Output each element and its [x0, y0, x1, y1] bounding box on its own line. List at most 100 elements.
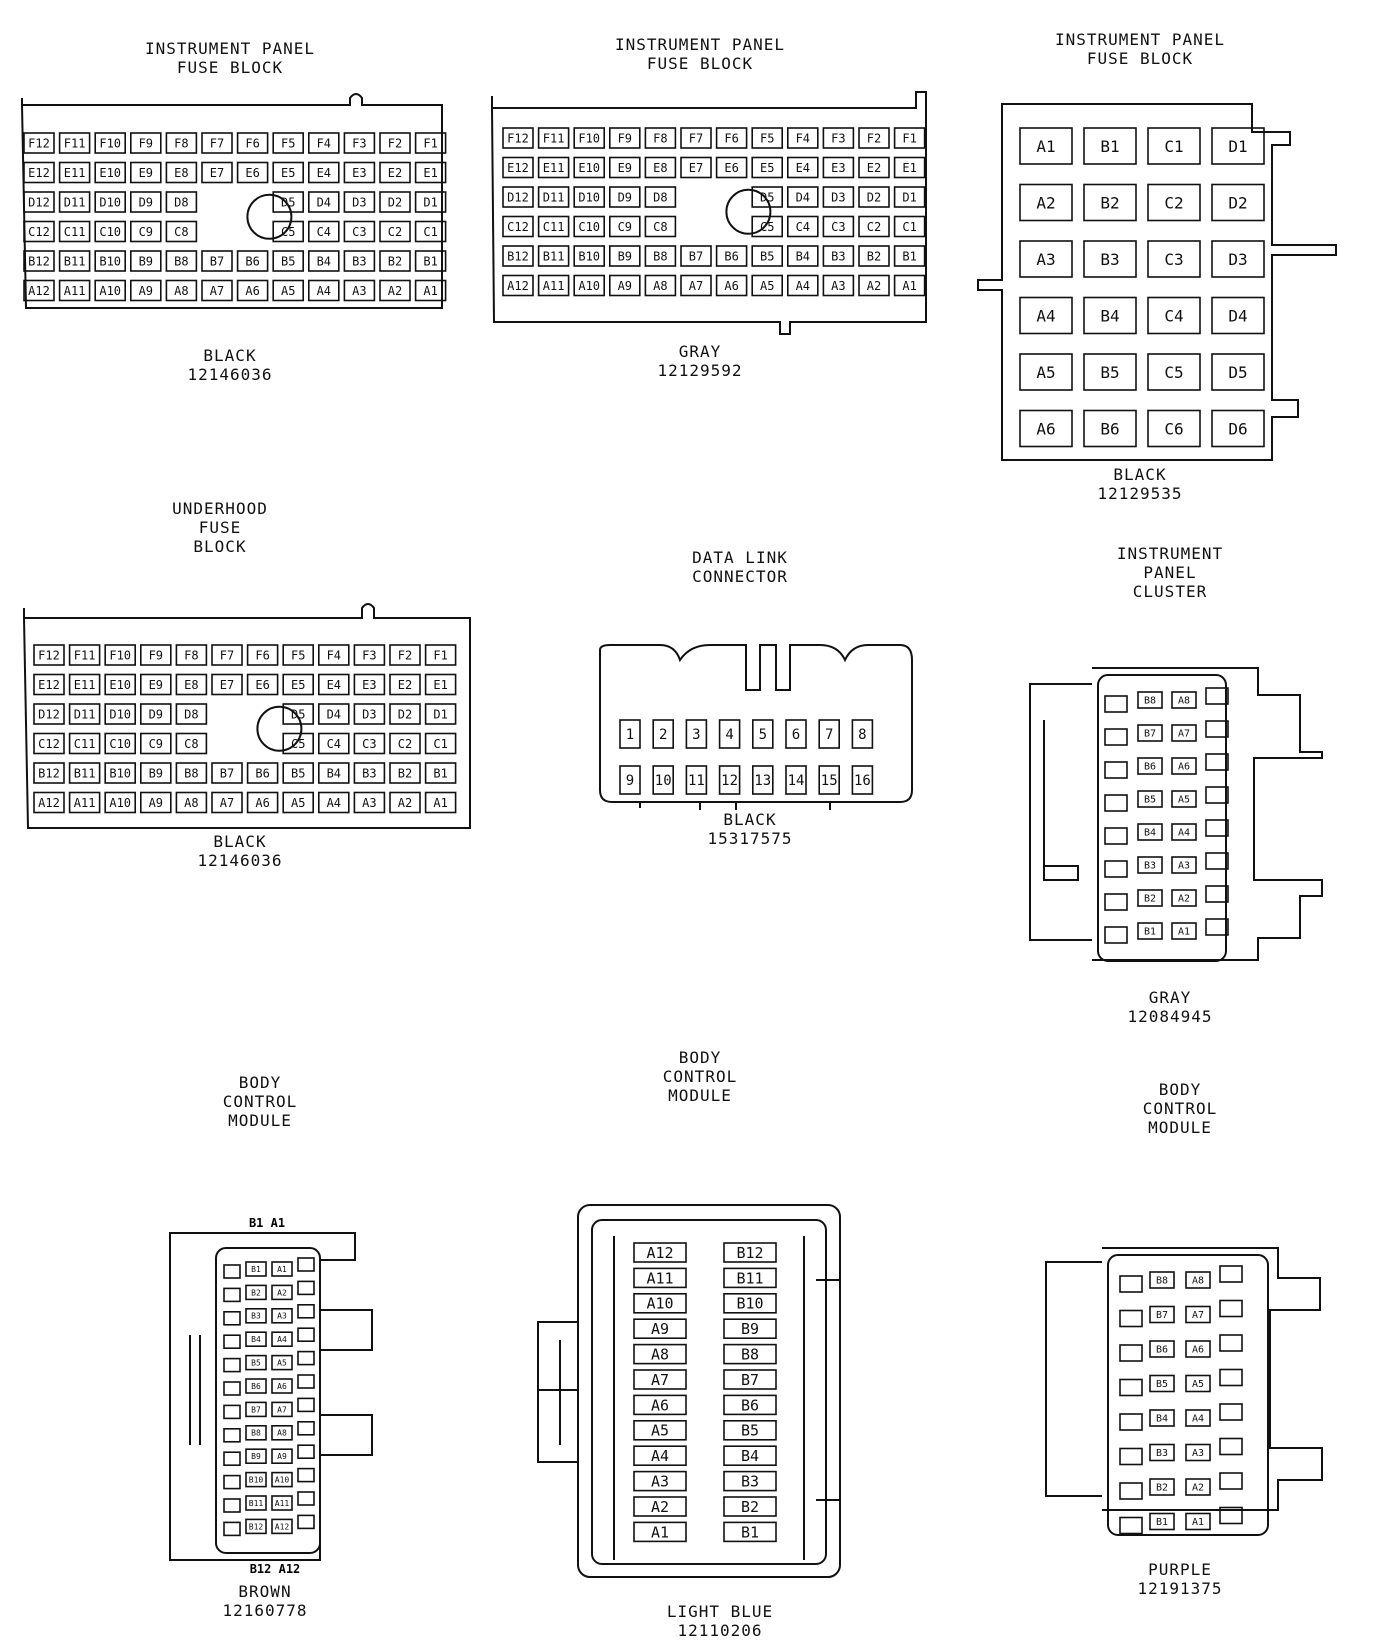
- connector-pin: [633, 1445, 687, 1466]
- pin-label: E11: [543, 161, 565, 175]
- fuse-slot: [58, 161, 91, 184]
- pin-label: D8: [653, 190, 667, 204]
- connector-pin: [1185, 1340, 1211, 1358]
- fuse-slot: [272, 250, 305, 272]
- pin-label: A4: [327, 796, 341, 810]
- pin-label: D10: [99, 195, 121, 209]
- connector-pin: [633, 1521, 687, 1543]
- pin-label: F3: [831, 131, 845, 145]
- connector-pin: [723, 1267, 777, 1289]
- part-number: 12160778: [222, 1601, 308, 1620]
- pin-label: C5: [760, 220, 774, 234]
- pin-end-label: B1 A1: [249, 1216, 285, 1230]
- pin-label: C2: [1164, 193, 1183, 212]
- pin-label: F7: [210, 136, 224, 150]
- pin-label: E12: [28, 166, 50, 180]
- connector-pin: [271, 1401, 293, 1418]
- pin-label: B7: [1156, 1310, 1168, 1321]
- connector-title: UNDERHOOD FUSE BLOCK: [172, 499, 268, 556]
- connector-pin: [1149, 1478, 1175, 1496]
- pin-label: A7: [689, 279, 703, 293]
- fuse-slot: [1211, 240, 1265, 278]
- pin-label: F10: [99, 136, 121, 150]
- pin-label: A10: [578, 279, 600, 293]
- pin-label: B2: [741, 1498, 759, 1516]
- pin-label: A6: [1036, 419, 1055, 438]
- connector-pin: [723, 1496, 777, 1517]
- fuse-slot: [1147, 353, 1201, 391]
- connector-pin: [633, 1470, 687, 1492]
- connector-pin: [1171, 889, 1197, 907]
- pin-label: A8: [174, 284, 188, 298]
- pin-label: F4: [796, 131, 810, 145]
- pin-cavity: [297, 1397, 315, 1413]
- fuse-slot: [414, 191, 447, 213]
- pin-label: B6: [1100, 419, 1119, 438]
- pin-label: A9: [277, 1452, 287, 1461]
- pin-label: B10: [109, 766, 131, 780]
- fuse-slot: [211, 791, 243, 814]
- fuse-slot: [715, 127, 748, 149]
- connector-color: BLACK: [203, 346, 257, 365]
- pin-cavity: [297, 1327, 315, 1342]
- pin-label: A1: [1178, 927, 1190, 938]
- fuse-slot: [317, 791, 350, 814]
- fuse-slot: [1147, 127, 1201, 165]
- pin-label: B8: [251, 1429, 261, 1438]
- connector-title: BODY CONTROL MODULE: [1142, 1080, 1218, 1137]
- pin-label: B4: [741, 1447, 759, 1465]
- fuse-slot: [58, 191, 91, 213]
- pin-label: A8: [184, 796, 198, 810]
- pin-cavity: [297, 1257, 315, 1272]
- fuse-slot: [1083, 240, 1137, 278]
- pin-cavity: [1104, 893, 1128, 911]
- pin-label: A1: [1192, 1517, 1204, 1528]
- fuse-slot: [94, 250, 126, 272]
- pin-label: E8: [174, 166, 188, 180]
- fuse-slot: [1083, 353, 1137, 391]
- pin-label: E1: [423, 166, 437, 180]
- pin-cavity: [297, 1514, 315, 1530]
- dlc-pin: [619, 765, 641, 795]
- fuse-slot: [379, 191, 411, 213]
- connector-pin: [723, 1369, 777, 1390]
- pin-label: A6: [1178, 762, 1190, 773]
- pin-label: B10: [736, 1295, 763, 1313]
- fuse-slot: [608, 274, 641, 297]
- fuse-slot: [573, 245, 606, 267]
- pin-label: D5: [1228, 363, 1247, 382]
- connector-pin: [723, 1343, 777, 1365]
- pin-label: E6: [255, 678, 269, 692]
- fuse-slot: [858, 186, 890, 208]
- pin-cavity: [1205, 687, 1229, 705]
- connector-pin: [1185, 1443, 1211, 1462]
- pin-label: B4: [796, 249, 810, 263]
- fuse-slot: [424, 791, 457, 814]
- fuse-slot: [751, 215, 784, 238]
- pin-label: B2: [398, 766, 412, 780]
- pin-label: 5: [759, 727, 767, 743]
- pin-label: D9: [618, 190, 632, 204]
- fuse-slot: [608, 156, 641, 179]
- pin-cavity: [223, 1451, 241, 1466]
- fuse-slot: [822, 156, 855, 179]
- pin-label: A3: [352, 284, 366, 298]
- part-number: 12146036: [187, 365, 273, 384]
- pin-label: B1: [902, 249, 916, 263]
- pin-cavity: [223, 1357, 241, 1373]
- pin-cavity: [1119, 1309, 1143, 1328]
- pin-cavity: [223, 1381, 241, 1396]
- dlc-pin: [619, 719, 641, 749]
- dlc-pin: [718, 719, 741, 749]
- fuse-slot: [282, 673, 315, 696]
- fuse-slot: [573, 215, 606, 238]
- pin-label: A2: [1036, 193, 1055, 212]
- pin-label: A8: [651, 1346, 669, 1364]
- fuse-slot: [282, 791, 315, 814]
- fuse-slot: [893, 215, 926, 238]
- fuse-slot: [68, 644, 101, 666]
- pin-label: A11: [74, 796, 96, 810]
- pin-label: E1: [433, 678, 447, 692]
- fuse-slot: [94, 220, 126, 243]
- pin-label: B6: [1144, 762, 1156, 773]
